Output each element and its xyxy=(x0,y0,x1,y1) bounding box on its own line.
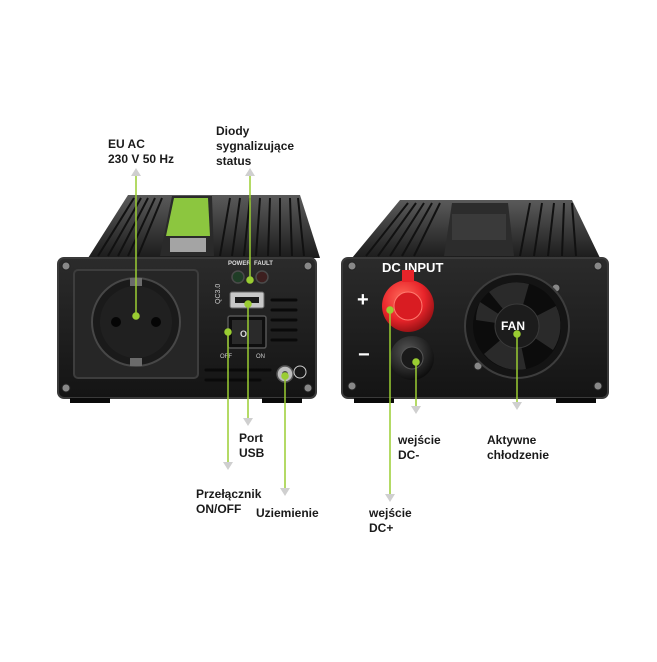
dc-plus-terminal[interactable] xyxy=(382,270,434,332)
brand-label-sticker xyxy=(166,198,210,236)
fault-led xyxy=(255,270,269,284)
inverter-front-view: POWER FAULT QC3.0 O OFF ON xyxy=(57,195,320,403)
cooling-fan: FAN xyxy=(464,273,570,379)
callout-eu-ac: EU AC 230 V 50 Hz xyxy=(108,137,175,166)
off-label: OFF xyxy=(220,354,232,360)
on-label: ON xyxy=(256,354,265,360)
ground-symbol-icon xyxy=(293,365,307,379)
minus-sign: − xyxy=(358,344,370,366)
qc-label: QC3.0 xyxy=(215,284,222,304)
dc-input-label: DC INPUT xyxy=(382,260,443,275)
callout-ground: Uziemienie xyxy=(256,506,319,520)
callout-usb-port: Port USB xyxy=(239,431,265,460)
callout-dc-plus: wejście DC+ xyxy=(369,506,412,535)
power-led xyxy=(231,270,245,284)
fault-led-label: FAULT xyxy=(254,261,273,267)
callout-switch: Przełącznik ON/OFF xyxy=(196,487,262,516)
power-led-label: POWER xyxy=(228,261,251,267)
plus-sign: + xyxy=(357,289,369,311)
top-label-sticker xyxy=(452,214,506,240)
dc-minus-terminal[interactable] xyxy=(390,336,434,380)
callout-cooling: Aktywne chłodzenie xyxy=(487,433,550,462)
callout-dc-minus: wejście DC- xyxy=(398,433,441,462)
inverter-rear-view: DC INPUT + − FAN xyxy=(341,200,609,403)
switch-symbol: O xyxy=(240,329,247,339)
leader-lines xyxy=(131,168,522,502)
fan-label: FAN xyxy=(501,319,525,333)
callout-diodes: Diody sygnalizujące status xyxy=(216,124,295,168)
